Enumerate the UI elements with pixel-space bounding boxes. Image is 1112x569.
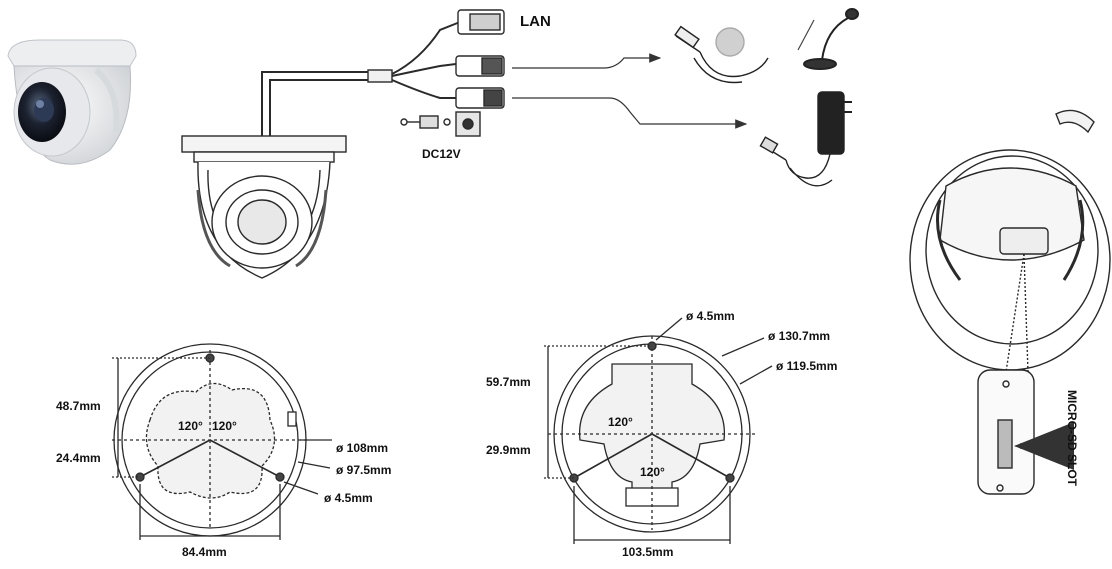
right-height-bottom: 29.9mm [486, 443, 531, 457]
dc12v-label: DC12V [422, 147, 461, 161]
lan-label: LAN [520, 13, 551, 30]
left-height-top: 48.7mm [56, 399, 101, 413]
power-adapter-icon [759, 91, 852, 187]
audio-cable-icon [674, 25, 769, 84]
power-arrow [512, 97, 748, 129]
right-angle-bottom: 120° [640, 465, 665, 479]
right-dia-inner: ø 119.5mm [776, 359, 837, 373]
left-height-bottom: 24.4mm [56, 451, 101, 465]
left-dia-outer: ø 108mm [336, 441, 388, 455]
right-base-drawing [544, 317, 773, 544]
left-base-drawing [112, 343, 332, 540]
camera-bottom-view [909, 109, 1111, 495]
divider-slash [797, 19, 815, 51]
right-dia-outer: ø 130.7mm [768, 329, 830, 343]
left-width: 84.4mm [182, 545, 227, 559]
audio-arrow [512, 53, 662, 69]
right-width: 103.5mm [622, 545, 673, 559]
left-angle-a: 120° [178, 419, 203, 433]
right-hole: ø 4.5mm [686, 309, 735, 323]
camera-line-drawing [181, 9, 505, 279]
right-height-top: 59.7mm [486, 375, 531, 389]
microsd-slot-label: MICRO-SD SLOT [1065, 390, 1079, 487]
left-hole: ø 4.5mm [324, 491, 373, 505]
left-angle-b: 120° [212, 419, 237, 433]
right-angle-top: 120° [608, 415, 633, 429]
camera-product-photo [7, 39, 137, 165]
microphone-icon [803, 8, 859, 70]
left-dia-inner: ø 97.5mm [336, 463, 391, 477]
